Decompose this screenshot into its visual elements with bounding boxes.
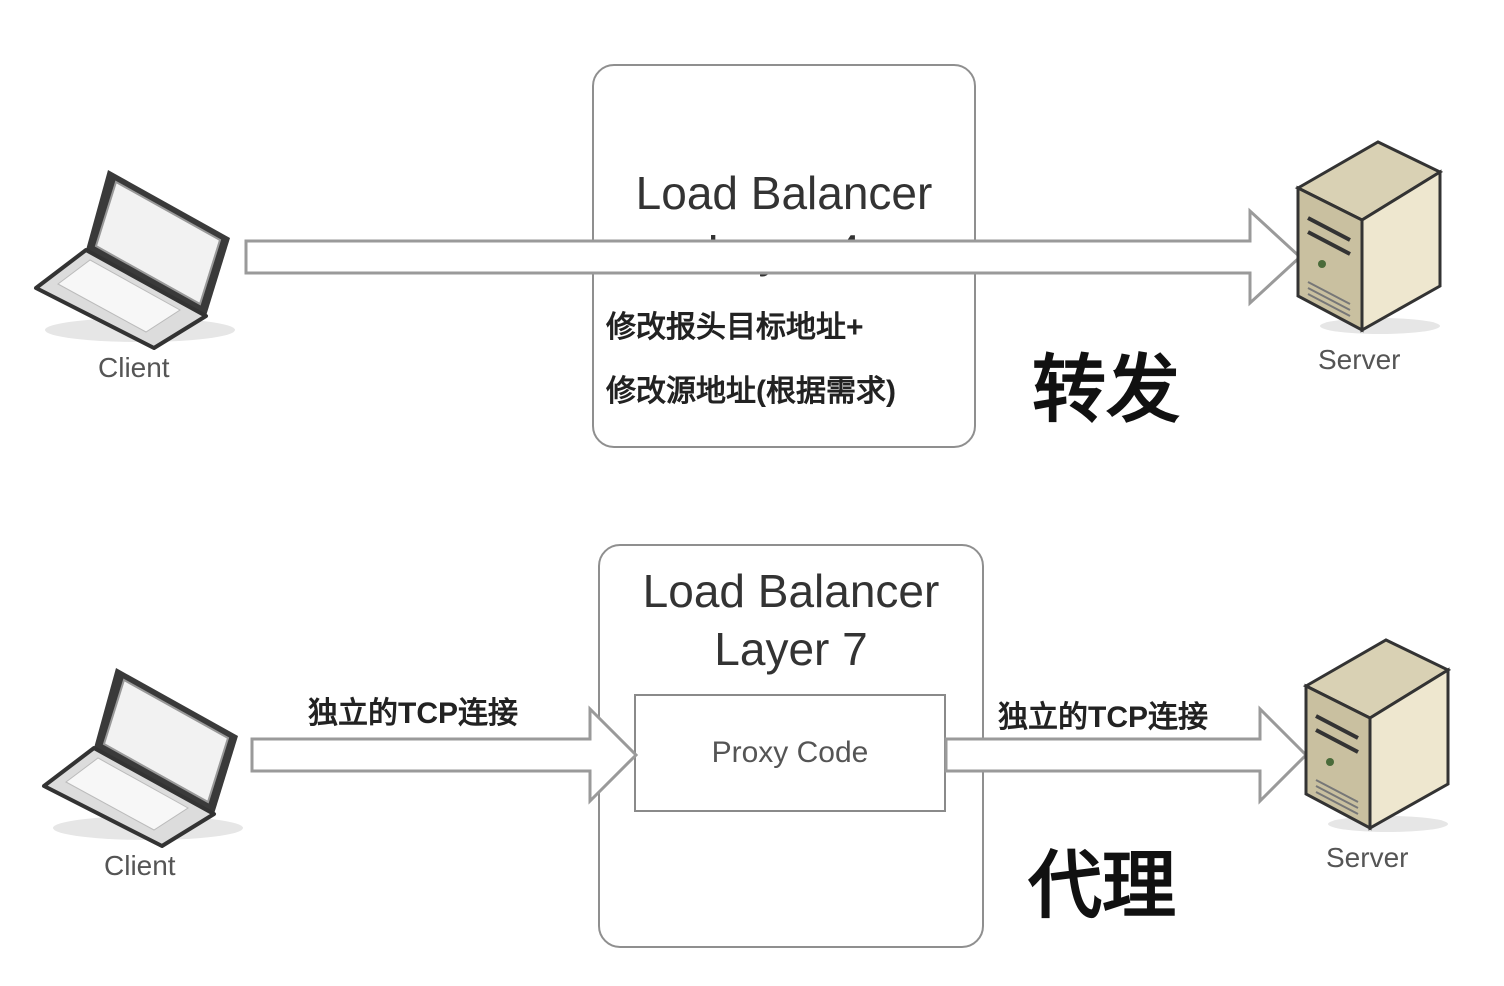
proxy-code-box: Proxy Code	[634, 694, 946, 812]
forward-tag: 转发	[1032, 347, 1180, 433]
lb-layer4-title: Load Balancer	[635, 167, 933, 219]
right-tcp-conn-label: 独立的TCP连接	[998, 701, 1208, 734]
server-tower-icon	[1294, 140, 1444, 334]
lb-to-server-arrow	[944, 705, 1309, 805]
server-label: Server	[1318, 344, 1401, 375]
client-to-lb-arrow	[250, 705, 639, 805]
proxy-tag: 代理	[1028, 843, 1176, 929]
laptop-icon	[34, 170, 235, 350]
note-modify-src: 修改源地址(根据需求)	[606, 375, 896, 408]
client-label: Client	[104, 850, 176, 881]
proxy-code-label: Proxy Code	[711, 736, 869, 769]
laptop-icon	[42, 668, 243, 848]
left-tcp-conn-label: 独立的TCP连接	[308, 697, 518, 730]
note-modify-dest: 修改报头目标地址+	[606, 311, 864, 344]
forward-arrow	[244, 207, 1303, 307]
server-tower-icon	[1302, 638, 1452, 832]
lb-layer7-title: Load Balancer	[642, 565, 940, 617]
client-label: Client	[98, 352, 170, 383]
lb-layer7-subtitle: Layer 7	[714, 623, 868, 675]
server-label: Server	[1326, 842, 1409, 873]
